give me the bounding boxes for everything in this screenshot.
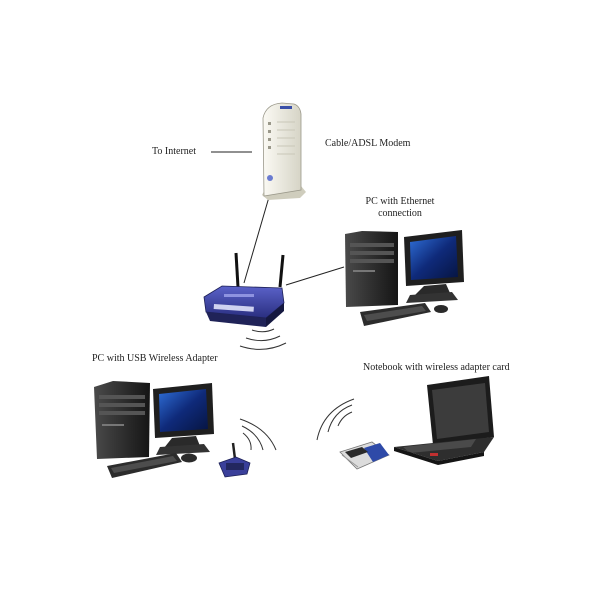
pc-usb-label: PC with USB Wireless Adapter [92, 353, 218, 364]
modem-icon [262, 102, 306, 200]
router-icon [203, 252, 285, 327]
usb-wireless-adapter-icon [218, 442, 251, 478]
pc-ethernet-label-line1: PC with Ethernet [365, 196, 435, 207]
notebook-icon [394, 376, 494, 465]
wifi-waves-icon [239, 418, 277, 451]
pc-ethernet-label: PC with Ethernet connection [340, 196, 460, 220]
desktop-pc-icon [345, 230, 464, 326]
wifi-waves-icon [316, 398, 355, 441]
pc-card-icon [339, 441, 390, 470]
notebook-label: Notebook with wireless adapter card [363, 362, 510, 373]
internet-label: To Internet [152, 146, 197, 157]
desktop-pc-icon [94, 381, 214, 478]
pc-ethernet-label-line2: connection [378, 208, 422, 219]
modem-router-cable [243, 196, 270, 284]
router-pc-cable [285, 266, 345, 286]
modem-label: Cable/ADSL Modem [325, 138, 411, 149]
wifi-waves-icon [239, 328, 287, 350]
